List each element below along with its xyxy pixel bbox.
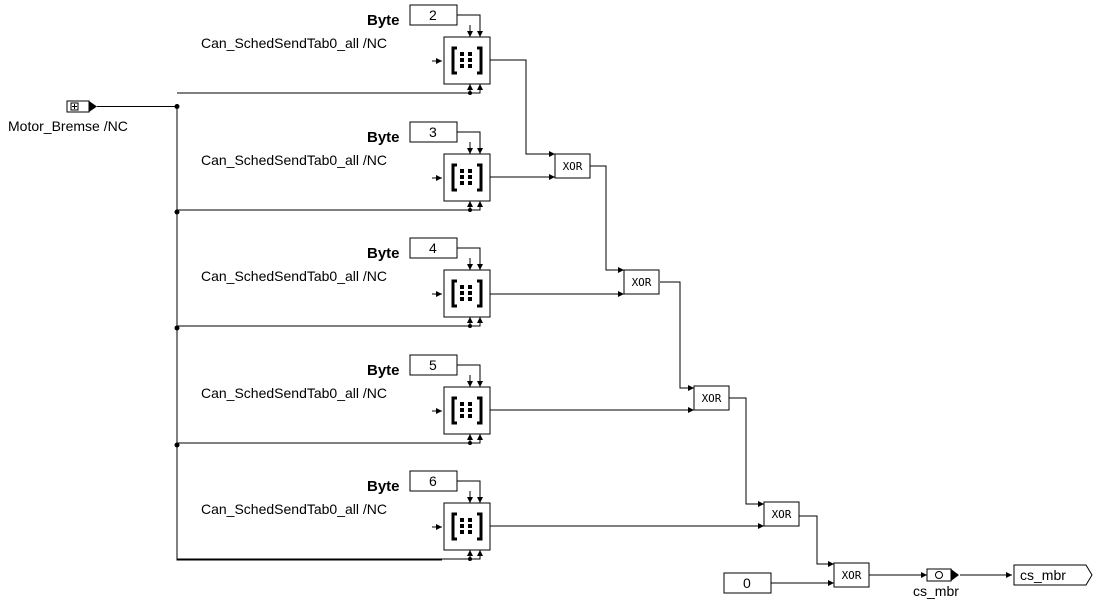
byte-label: Byte xyxy=(367,478,400,495)
bus-wire xyxy=(177,201,483,211)
byte-wire xyxy=(457,364,483,387)
byte-constant[interactable]: 4 xyxy=(409,237,458,259)
byte-wire xyxy=(457,247,483,270)
xor-label: XOR xyxy=(702,392,722,405)
byte-value: 2 xyxy=(429,7,437,23)
svg-text:0: 0 xyxy=(743,575,751,591)
table-label: Can_SchedSendTab0_all /NC xyxy=(201,35,387,51)
byte-constant[interactable]: 3 xyxy=(409,121,458,143)
byte-label: Byte xyxy=(367,245,400,262)
xor-chain-wires xyxy=(490,59,1012,586)
input-signal-label: Motor_Bremse /NC xyxy=(8,118,128,134)
xor-block[interactable]: XOR xyxy=(763,501,800,527)
byte-constant[interactable]: 2 xyxy=(409,4,458,26)
selector-block[interactable] xyxy=(443,269,491,318)
byte-value: 3 xyxy=(429,124,437,140)
import-port-icon xyxy=(89,101,97,112)
matrix-select-icon xyxy=(451,46,483,75)
table-label: Can_SchedSendTab0_all /NC xyxy=(201,385,387,401)
variable-block-icon xyxy=(935,571,943,579)
xor-block[interactable]: XOR xyxy=(623,269,660,295)
output-variable-block[interactable]: cs_mbr xyxy=(913,568,959,599)
svg-text:cs_mbr: cs_mbr xyxy=(1020,567,1066,583)
matrix-select-icon xyxy=(451,163,483,192)
selector-block[interactable] xyxy=(443,386,491,435)
bus-wire xyxy=(177,434,483,444)
byte-wire xyxy=(457,131,483,154)
xor-block[interactable]: XOR xyxy=(693,385,730,411)
byte-label: Byte xyxy=(367,362,400,379)
table-label: Can_SchedSendTab0_all /NC xyxy=(201,268,387,284)
table-label: Can_SchedSendTab0_all /NC xyxy=(201,501,387,517)
matrix-select-icon xyxy=(451,279,483,308)
xor-label: XOR xyxy=(842,569,862,582)
bus-wire xyxy=(177,317,483,327)
byte-value: 5 xyxy=(429,357,437,373)
byte-constant[interactable]: 5 xyxy=(409,354,458,376)
byte-label: Byte xyxy=(367,12,400,29)
svg-text:cs_mbr: cs_mbr xyxy=(913,583,959,599)
xor-label: XOR xyxy=(563,160,583,173)
table-label: Can_SchedSendTab0_all /NC xyxy=(201,152,387,168)
matrix-select-icon xyxy=(451,512,483,541)
xor-label: XOR xyxy=(632,276,652,289)
selector-block[interactable] xyxy=(443,36,491,85)
xor-label: XOR xyxy=(772,508,792,521)
output-port-cs-mbr[interactable]: cs_mbr xyxy=(1013,564,1093,586)
input-bus-wires xyxy=(97,104,442,561)
bus-wire xyxy=(177,550,483,560)
xor-block[interactable]: XOR xyxy=(833,562,870,588)
selector-block[interactable] xyxy=(443,153,491,202)
selector-block[interactable] xyxy=(443,502,491,551)
byte-wire xyxy=(457,14,483,37)
matrix-select-icon xyxy=(451,396,483,425)
bus-wire xyxy=(177,84,483,94)
constant-zero[interactable]: 0 xyxy=(723,572,772,594)
byte-value: 6 xyxy=(429,473,437,489)
byte-value: 4 xyxy=(429,240,437,256)
byte-constant[interactable]: 6 xyxy=(409,470,458,492)
byte-label: Byte xyxy=(367,129,400,146)
byte-wire xyxy=(457,480,483,503)
xor-block[interactable]: XOR xyxy=(554,153,591,179)
input-port-motor-bremse[interactable]: Motor_Bremse /NC xyxy=(8,100,128,134)
